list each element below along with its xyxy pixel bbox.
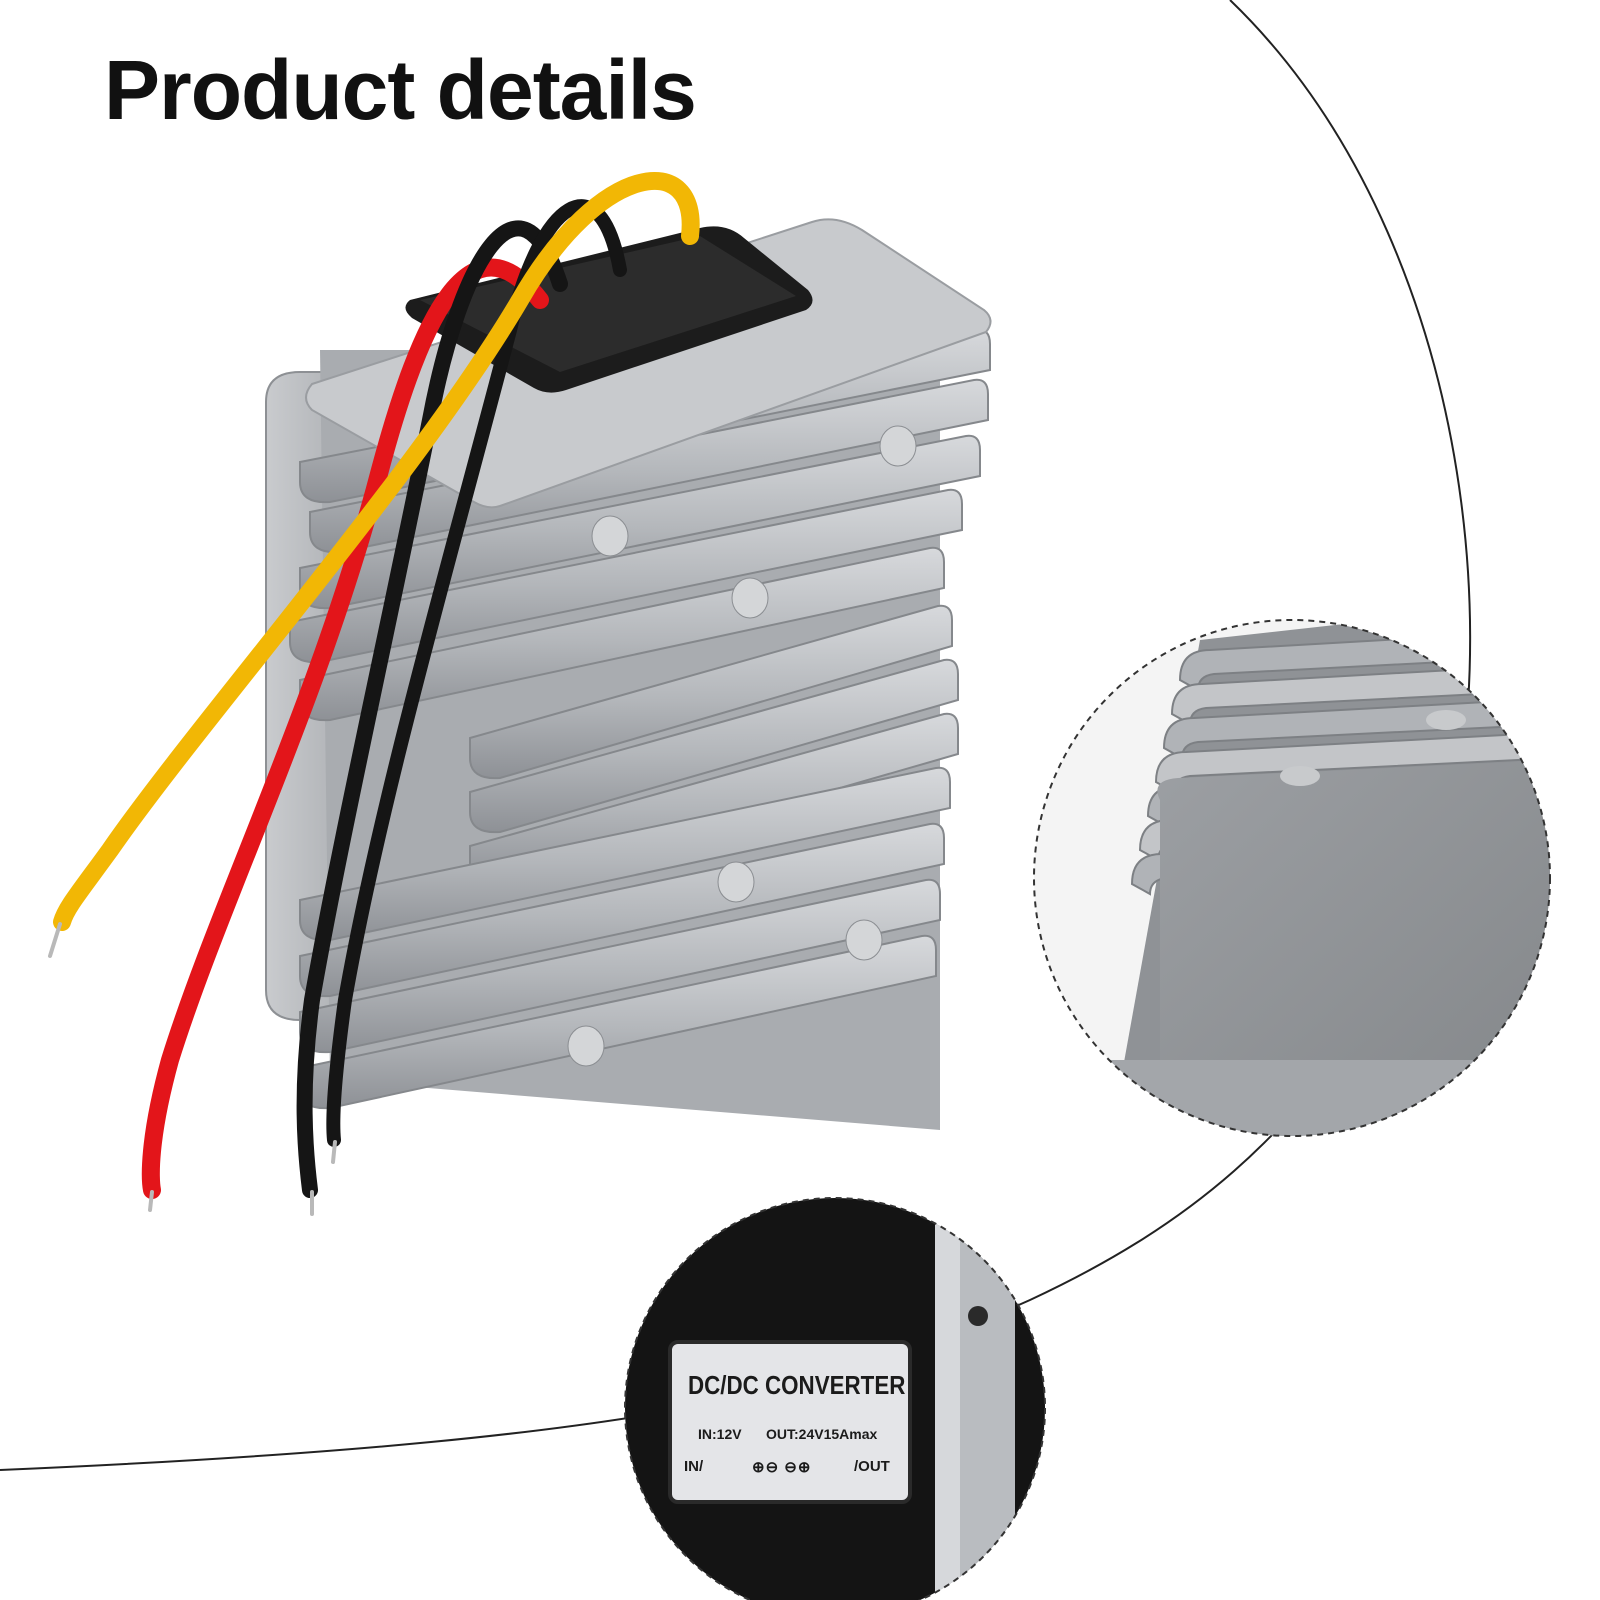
heat-sink-fin bbox=[469, 658, 959, 834]
label-terminal-symbols: ⊕⊖ ⊖⊕ bbox=[752, 1459, 812, 1476]
heat-sink-fin bbox=[309, 378, 989, 554]
label-out-marker: /OUT bbox=[854, 1458, 890, 1475]
wire-yellow bbox=[53, 171, 700, 931]
label-title: DC/DC CONVERTER bbox=[688, 1370, 906, 1400]
heat-sink-fin bbox=[299, 822, 945, 998]
label-in-marker: IN/ bbox=[684, 1458, 704, 1475]
wire-black-2 bbox=[326, 199, 627, 1147]
screw-heads bbox=[567, 425, 917, 1067]
label-output-spec: OUT:24V15Amax bbox=[766, 1426, 878, 1442]
zoom-detail-heatsink bbox=[1033, 619, 1551, 1137]
wire-black-1 bbox=[296, 220, 568, 1198]
page-title: Product details bbox=[104, 43, 697, 137]
heat-sink-fin bbox=[469, 604, 953, 780]
wire-tips bbox=[48, 922, 337, 1216]
converter-label-plate: DC/DC CONVERTER IN:12V OUT:24V15Amax IN/… bbox=[668, 1340, 912, 1504]
lead-wires bbox=[53, 171, 700, 1199]
heat-sink-fin bbox=[299, 766, 951, 942]
label-input-spec: IN:12V bbox=[698, 1426, 742, 1442]
wire-red bbox=[141, 258, 549, 1199]
heat-sink-fin bbox=[289, 488, 963, 664]
